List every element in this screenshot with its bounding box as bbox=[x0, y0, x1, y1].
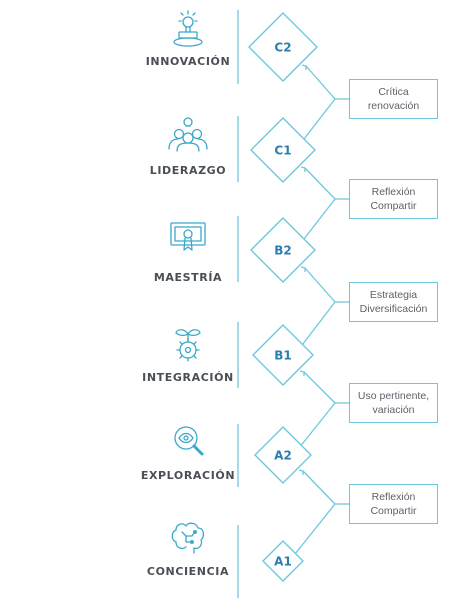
progress-arrow-line bbox=[304, 267, 336, 303]
level-label-c1: LIDERAZGO bbox=[149, 164, 227, 177]
note-line: Estrategia bbox=[369, 289, 418, 301]
note-line: Compartir bbox=[370, 200, 417, 212]
level-code-c1: C1 bbox=[274, 144, 291, 158]
level-diamond bbox=[248, 12, 318, 82]
note-line: Crítica bbox=[378, 86, 409, 98]
note-line: Uso pertinente, bbox=[357, 390, 430, 402]
arrow-head bbox=[300, 266, 306, 272]
arrow-head bbox=[298, 469, 304, 475]
level-code-b2: B2 bbox=[274, 244, 292, 258]
level-label-a1: CONCIENCIA bbox=[146, 565, 230, 578]
note-line: renovación bbox=[367, 100, 420, 112]
level-diamond bbox=[252, 324, 314, 386]
level-diamond bbox=[250, 117, 316, 183]
level-code-a1: A1 bbox=[274, 555, 292, 569]
level-diamond bbox=[254, 426, 312, 484]
certificate-icon bbox=[170, 222, 206, 251]
progress-arrow-line bbox=[303, 371, 336, 404]
arrow-head bbox=[301, 64, 307, 70]
brain-circuit-icon bbox=[171, 522, 205, 554]
progress-link-line bbox=[290, 503, 336, 560]
progress-arrow-line bbox=[302, 470, 336, 505]
lightbulb-platform-icon bbox=[173, 10, 203, 47]
level-code-b1: B1 bbox=[274, 349, 292, 363]
level-label-b2: MAESTRÍA bbox=[153, 271, 223, 284]
level-diamond bbox=[250, 217, 316, 283]
level-code-c2: C2 bbox=[274, 41, 291, 55]
level-label-b1: INTEGRACIÓN bbox=[142, 371, 234, 384]
magnifier-eye-icon bbox=[174, 426, 204, 456]
level-label-c2: INNOVACIÓN bbox=[145, 55, 231, 68]
note-line: Reflexión bbox=[371, 186, 416, 198]
progress-link-line bbox=[294, 402, 336, 454]
level-diamond bbox=[262, 540, 304, 582]
note-box: Crítica renovación bbox=[349, 79, 438, 119]
arrow-head bbox=[299, 370, 305, 376]
note-line: Compartir bbox=[370, 505, 417, 517]
level-label-a2: EXPLORACIÓN bbox=[140, 469, 236, 482]
note-line: Diversificación bbox=[359, 303, 428, 315]
arrow-head bbox=[300, 166, 306, 172]
progress-arrow-line bbox=[305, 65, 336, 100]
leader-team-icon bbox=[168, 117, 208, 152]
note-line: variación bbox=[372, 404, 415, 416]
progress-arrow-line bbox=[304, 167, 336, 200]
level-code-a2: A2 bbox=[274, 449, 292, 463]
sprout-gear-icon bbox=[175, 329, 201, 362]
note-box: Uso pertinente, variación bbox=[349, 383, 438, 423]
note-line: Reflexión bbox=[371, 491, 416, 503]
